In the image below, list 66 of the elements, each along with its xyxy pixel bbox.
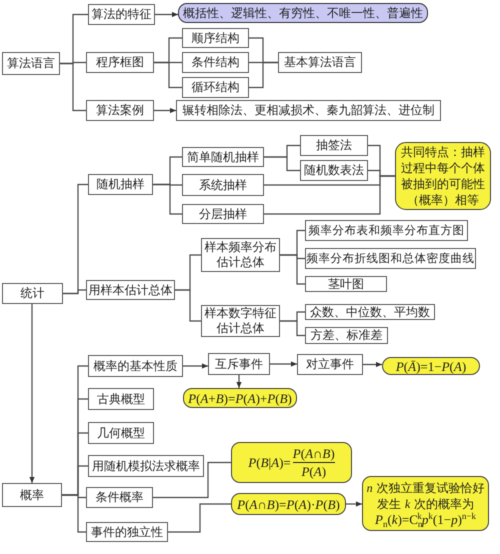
connector-line [154, 62, 182, 88]
topic-box: 抽签法 [300, 135, 368, 156]
topic-box: 简单随机抽样 [182, 147, 264, 167]
connector-line [249, 62, 278, 88]
topic-box: 系统抽样 [182, 174, 264, 196]
topic-box: 茎叶图 [305, 276, 387, 292]
topic-box: 随机抽样 [88, 174, 153, 195]
summary-box: 概括性、逻辑性、有穷性、不唯一性、普遍性 [178, 3, 428, 23]
connector-line [153, 462, 231, 498]
topic-box: 基本算法语言 [278, 52, 362, 73]
denominator-text: P(A) [301, 464, 326, 479]
connector-line [280, 320, 305, 336]
topic-box: 循环结构 [182, 77, 249, 98]
formula-box [362, 476, 489, 531]
topic-box: 条件结构 [182, 52, 249, 73]
connector-line [175, 289, 201, 322]
topic-box: 用样本估计总体 [86, 280, 175, 300]
arrow [236, 375, 242, 388]
connector-line [264, 156, 300, 172]
topic-box: 频率分布表和频率分布直方图 [305, 220, 468, 241]
topic-box: 用随机模拟法求概率 [88, 455, 204, 477]
description-text: n 次独立重复试验恰好发生 k 次的概率为 [366, 480, 486, 512]
arrow [155, 12, 178, 18]
formula-box [231, 442, 352, 483]
topic-box: 几何概型 [88, 422, 154, 444]
topic-box: 算法案例 [86, 100, 154, 121]
topic-box: 辗转相除法、更相减损术、秦九韶算法、进位制 [176, 100, 441, 121]
connector-line [62, 494, 86, 533]
topic-box: 对立事件 [297, 354, 363, 375]
formula-box: P(A+B)=P(A)+P(B) [183, 388, 297, 408]
topic-box: 统计 [2, 283, 63, 304]
topic-box: 古典概型 [88, 388, 154, 410]
topic-box: 程序框图 [86, 52, 154, 73]
topic-box: 方差、标准差 [305, 327, 388, 344]
connector-line [153, 184, 182, 215]
connector-line [264, 175, 395, 215]
numerator-text: P(A∩B) [292, 446, 335, 461]
topic-box: 概率的基本性质 [88, 355, 183, 377]
connector-line [60, 62, 86, 112]
formula-text: P(B|A)= [248, 455, 291, 470]
topic-box: 样本数字特征估计总体 [201, 305, 280, 337]
topic-box: 众数、中位数、平均数 [305, 304, 435, 320]
topic-box: 算法的特征 [88, 4, 155, 25]
topic-box: 事件的独立性 [86, 522, 168, 542]
arrow [183, 363, 208, 369]
note-box: 共同特点：抽样过程中每个个体被抽到的可能性（概率）相等 [395, 142, 491, 210]
arrow [346, 501, 362, 507]
topic-box: 概率 [2, 483, 62, 507]
formula-box: P(Ā)=1−P(A) [382, 357, 480, 375]
topic-box: 频率分布折线图和总体密度曲线 [305, 248, 476, 269]
connector-line [168, 503, 231, 533]
arrow [154, 108, 176, 114]
arrow [363, 362, 382, 368]
topic-box: 样本频率分布估计总体 [201, 238, 280, 272]
topic-box: 算法语言 [2, 52, 60, 75]
topic-box: 条件概率 [86, 487, 153, 508]
connector-line [280, 254, 305, 285]
formula-box: P(A∩B)=P(A)·P(B) [231, 493, 346, 515]
connector-line [63, 289, 86, 294]
topic-box: 随机数表法 [300, 160, 368, 181]
topic-box: 顺序结构 [182, 28, 249, 48]
topic-box: 互斥事件 [208, 353, 270, 375]
arrow [29, 304, 35, 483]
arrow [270, 361, 297, 367]
topic-box: 分层抽样 [182, 204, 264, 224]
formula-text: P$_{n}$(k)=C$_{n}$$^{k}$p$^{k}$(1−p)$^{n−k}$ [374, 512, 476, 528]
